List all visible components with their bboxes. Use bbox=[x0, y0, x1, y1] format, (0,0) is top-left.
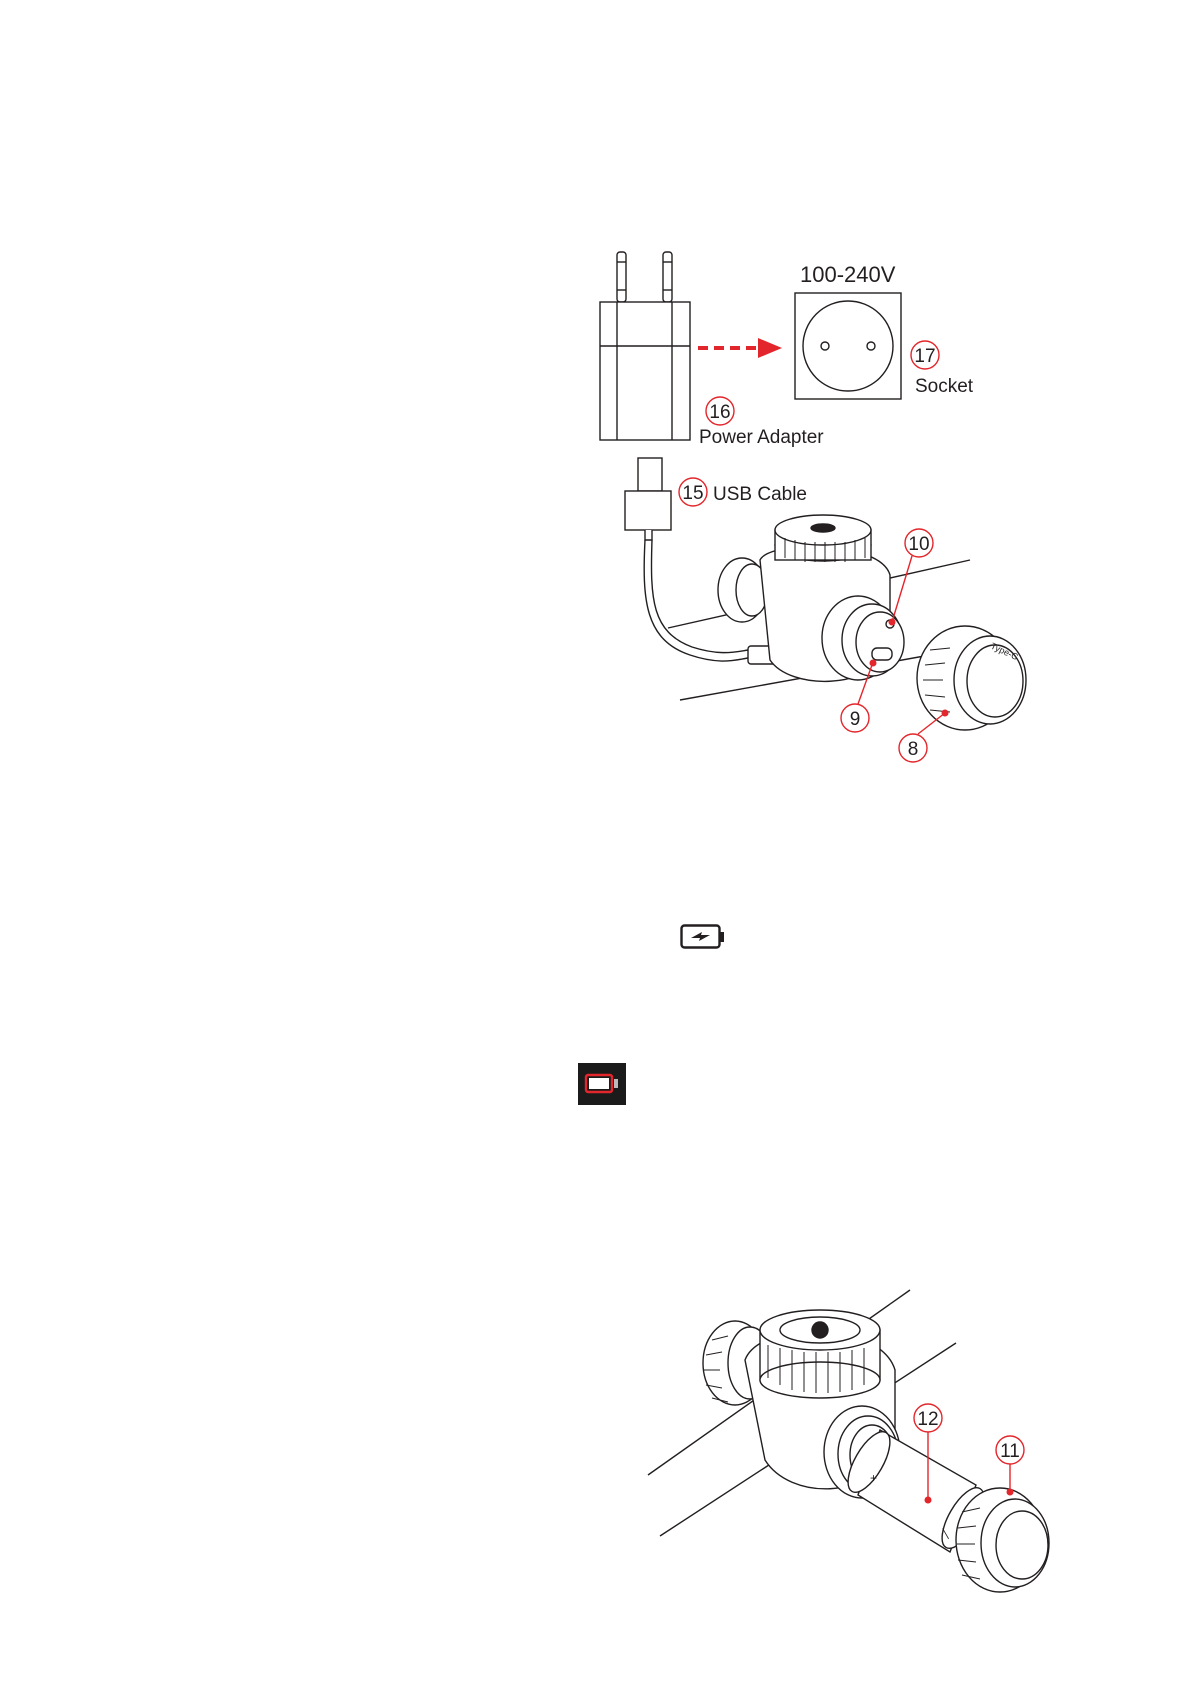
callout-12-number: 12 bbox=[917, 1409, 938, 1430]
battery-plus-sign: + bbox=[870, 1471, 877, 1485]
callout-11-number: 11 bbox=[1000, 1441, 1020, 1462]
